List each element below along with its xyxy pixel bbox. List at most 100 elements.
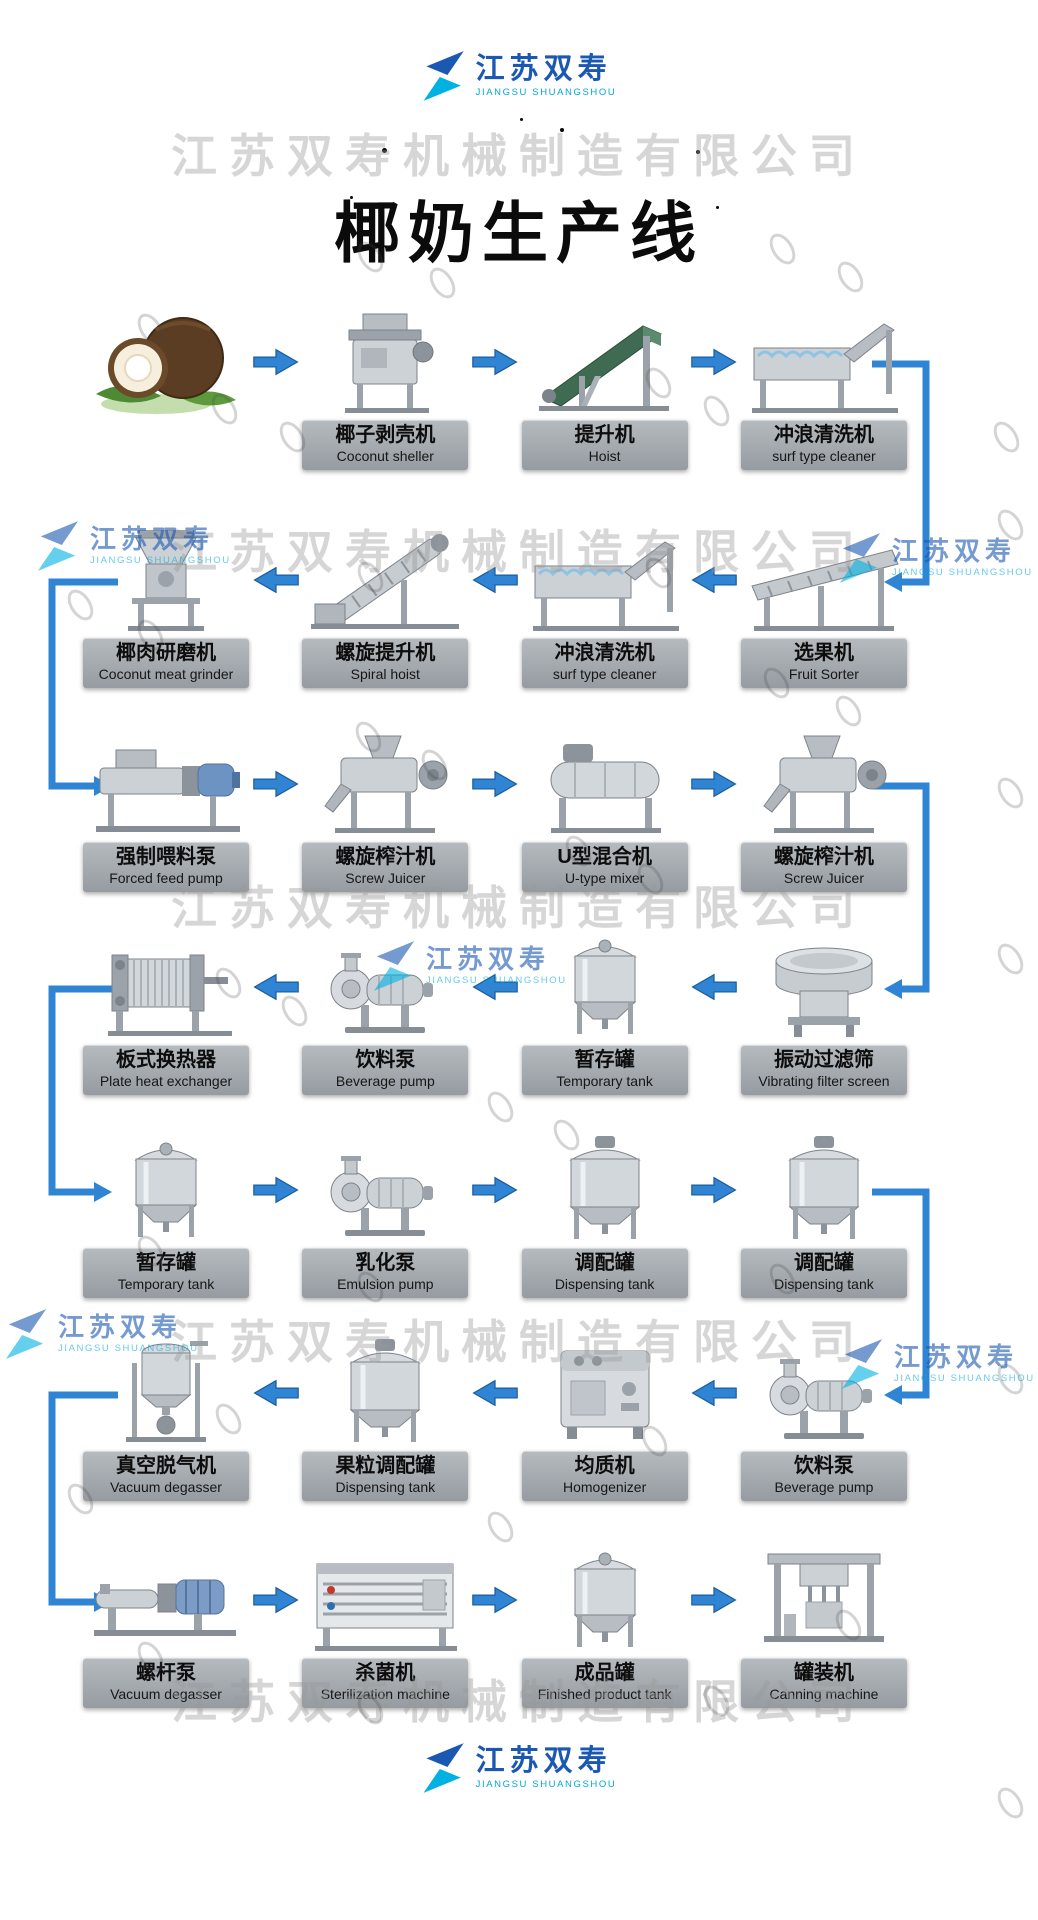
flow-arrow-left-icon [472, 972, 518, 1095]
surf-cleaner-icon [519, 524, 691, 636]
machine-name-cn: 暂存罐 [574, 1049, 635, 1071]
watermark-stamp-icon [830, 691, 867, 731]
mixing-tank-icon [738, 1134, 910, 1246]
machine-name-en: Coconut sheller [336, 448, 434, 464]
machine-label: 暂存罐 Temporary tank [83, 1248, 249, 1299]
machine-name-en: Vacuum degasser [110, 1479, 222, 1495]
machine-name-en: Homogenizer [562, 1479, 647, 1495]
machine-name-en: U-type mixer [564, 870, 645, 886]
company-name-cn: 江苏双寿 [475, 52, 612, 85]
machine-name-en: Screw Juicer [783, 870, 864, 886]
machine-name-en: Canning machine [769, 1686, 879, 1702]
machine-name-cn: 椰子剥壳机 [335, 424, 436, 446]
flow-arrow-right-icon [691, 347, 737, 470]
machine-label: 椰子剥壳机 Coconut sheller [302, 420, 469, 471]
machine-name-en: Vacuum degasser [110, 1686, 222, 1702]
company-name-cn: 江苏双寿 [475, 1744, 612, 1777]
machine-name-cn: 暂存罐 [136, 1252, 196, 1274]
machine-label: 真空脱气机 Vacuum degasser [83, 1451, 249, 1502]
machine-name-en: Vibrating filter screen [758, 1073, 890, 1089]
page-title: 椰奶生产线 [334, 196, 704, 271]
flow-arrow-right-icon [472, 1585, 518, 1708]
watermark-stamp-icon [992, 1783, 1029, 1823]
company-name-cn: 江苏双寿 [892, 536, 1017, 567]
flow-arrow-right-icon [252, 1585, 299, 1708]
homogenizer-cabinet-icon [519, 1337, 691, 1449]
machine-name-cn: 螺旋榨汁机 [335, 846, 436, 868]
surf-cleaner-icon [738, 306, 910, 418]
machine-label: 罐装机 Canning machine [740, 1658, 907, 1709]
flow-arrow-left-icon [253, 1378, 299, 1501]
storage-tank-icon [519, 1544, 691, 1656]
centrifugal-pump-icon [299, 931, 471, 1043]
shuangshou-logo-icon [422, 50, 466, 102]
machine-name-en: surf type cleaner [552, 666, 657, 682]
machine-name-en: Forced feed pump [109, 870, 223, 886]
machine-name-en: Dispensing tank [774, 1276, 874, 1292]
screw-juicer-icon [299, 728, 471, 840]
company-logo-footer: 江苏双寿 JIANGSU SHUANGSHOU [422, 1742, 617, 1794]
watermark-stamp-icon [988, 417, 1025, 457]
company-name-en: JIANGSU SHUANGSHOU [892, 567, 1033, 579]
title-ink-splatter [382, 148, 387, 153]
machine-vacuum-degasser: 真空脱气机 Vacuum degasser [80, 1337, 252, 1502]
watermark-stamp-icon [482, 1507, 519, 1547]
company-name-en: JIANGSU SHUANGSHOU [475, 1778, 617, 1790]
machine-name-en: Temporary tank [556, 1073, 653, 1089]
title-ink-splatter [716, 206, 719, 209]
flow-arrow-right-icon [252, 347, 299, 470]
machine-name-en: Temporary tank [117, 1276, 215, 1292]
watermark-stamp-icon [992, 505, 1029, 545]
machine-name-cn: 成品罐 [574, 1662, 635, 1684]
vibrating-sieve-icon [738, 931, 910, 1043]
machine-name-cn: 真空脱气机 [116, 1455, 216, 1477]
machine-name-en: Dispensing tank [335, 1479, 436, 1495]
incline-conveyor-icon [519, 306, 691, 418]
sheller-machine-icon [299, 306, 471, 418]
vacuum-degasser-icon [80, 1337, 252, 1449]
machine-name-en: Beverage pump [774, 1479, 874, 1495]
flow-arrow-right-icon [472, 1175, 518, 1298]
mixing-tank-icon [519, 1134, 691, 1246]
machine-label: 暂存罐 Temporary tank [521, 1045, 688, 1096]
flow-arrow-left-icon [253, 972, 299, 1095]
machine-name-cn: 罐装机 [793, 1662, 854, 1684]
flow-arrow-left-icon [253, 565, 299, 688]
machine-name-cn: 选果机 [793, 642, 854, 664]
machine-name-cn: 乳化泵 [355, 1252, 416, 1274]
machine-name-cn: 螺旋提升机 [335, 642, 436, 664]
mixing-tank-icon [299, 1337, 471, 1449]
storage-tank-icon [519, 931, 691, 1043]
machine-name-en: surf type cleaner [772, 448, 876, 464]
machine-name-en: Plate heat exchanger [99, 1073, 233, 1089]
watermark-stamp-icon [992, 773, 1029, 813]
title-ink-splatter [520, 118, 523, 121]
centrifugal-pump-icon [299, 1134, 471, 1246]
machine-sheller-machine: 椰子剥壳机 Coconut sheller [299, 306, 471, 471]
